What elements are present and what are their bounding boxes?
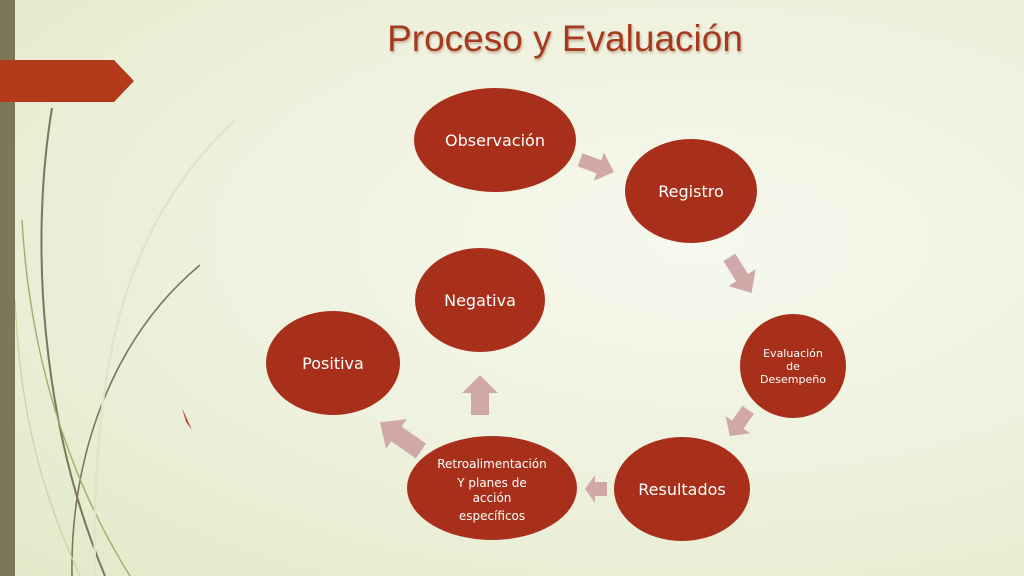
node-resultados: Resultados xyxy=(614,437,750,541)
node-retro-line1: Retroalimentación xyxy=(437,456,547,471)
node-retro-line3: acción xyxy=(472,490,512,505)
arrow-observacion-registro xyxy=(577,152,614,181)
slide-title: Proceso y Evaluación xyxy=(387,18,743,59)
node-evaluacion: Evaluación de Desempeño xyxy=(740,314,846,418)
node-positiva: Positiva xyxy=(266,311,400,415)
arrow-evaluacion-resultados xyxy=(725,405,754,437)
arrow-resultados-retro xyxy=(585,475,607,503)
title-accent-tab xyxy=(0,60,134,102)
node-registro: Registro xyxy=(625,139,757,243)
node-resultados-label: Resultados xyxy=(638,479,726,499)
node-negativa: Negativa xyxy=(415,248,545,352)
node-retro-line2: Y planes de xyxy=(457,475,527,490)
node-retroalimentacion: Retroalimentación Y planes de acción esp… xyxy=(407,436,577,540)
node-positiva-label: Positiva xyxy=(302,353,364,373)
arrow-retro-positiva xyxy=(379,419,427,459)
node-observacion-label: Observación xyxy=(445,130,545,150)
node-evaluacion-line3: Desempeño xyxy=(760,372,826,386)
node-evaluacion-line2: de xyxy=(786,359,800,373)
arrow-retro-negativa xyxy=(462,375,498,415)
node-evaluacion-line1: Evaluación xyxy=(763,346,823,360)
node-retro-line4: específicos xyxy=(458,508,526,523)
node-observacion: Observación xyxy=(414,88,576,192)
node-registro-label: Registro xyxy=(658,181,724,201)
node-negativa-label: Negativa xyxy=(444,290,516,310)
side-bar xyxy=(0,0,15,576)
arrow-registro-evaluacion xyxy=(723,253,756,293)
